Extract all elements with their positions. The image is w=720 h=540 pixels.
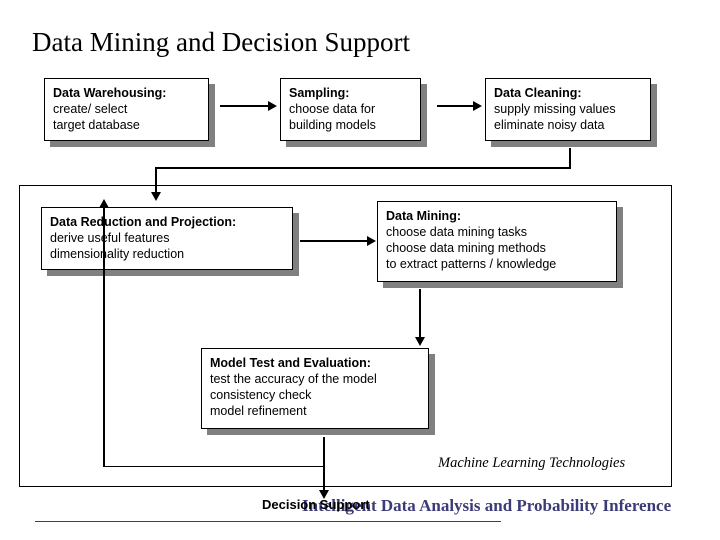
connector-cleaning-down-stem [569, 148, 571, 169]
box-line: consistency check [210, 388, 312, 402]
box-line: derive useful features [50, 231, 170, 245]
box-sampling[interactable]: Sampling: choose data for building model… [280, 78, 421, 141]
arrowhead-down-icon [151, 192, 161, 201]
box-line: eliminate noisy data [494, 118, 605, 132]
box-header: Data Warehousing: [53, 86, 167, 100]
subtitle-intelligent-data-analysis: Intelligent Data Analysis and Probabilit… [302, 496, 672, 515]
connector-sampling-to-cleaning [437, 105, 476, 107]
connector-feedback-to-reduction [103, 206, 105, 467]
box-data-mining[interactable]: Data Mining: choose data mining tasks ch… [377, 201, 617, 282]
subtitle-divider [35, 521, 501, 522]
box-header: Data Mining: [386, 209, 461, 223]
arrowhead-right-icon [268, 101, 277, 111]
box-data-warehousing[interactable]: Data Warehousing: create/ select target … [44, 78, 209, 141]
box-line: model refinement [210, 404, 307, 418]
page-title: Data Mining and Decision Support [32, 27, 410, 57]
box-line: test the accuracy of the model [210, 372, 377, 386]
process-group-frame [19, 185, 672, 487]
box-line: choose data mining methods [386, 241, 546, 255]
connector-cleaning-to-reduction [155, 167, 157, 195]
connector-reduction-to-mining [300, 240, 370, 242]
connector-feedback-horizontal-run [103, 466, 325, 467]
box-line: to extract patterns / knowledge [386, 257, 557, 271]
box-line: choose data mining tasks [386, 225, 528, 239]
connector-cleaning-left-run [155, 167, 571, 169]
box-header: Data Cleaning: [494, 86, 582, 100]
connector-warehousing-to-sampling [220, 105, 270, 107]
box-data-cleaning[interactable]: Data Cleaning: supply missing values eli… [485, 78, 651, 141]
arrowhead-up-icon [99, 199, 109, 208]
machine-learning-technologies-label: Machine Learning Technologies [438, 455, 626, 471]
arrowhead-right-icon [367, 236, 376, 246]
decision-support-label: Decision Support [262, 497, 370, 512]
box-line: building models [289, 118, 376, 132]
box-model-test-and-evaluation[interactable]: Model Test and Evaluation: test the accu… [201, 348, 429, 429]
arrowhead-right-icon [473, 101, 482, 111]
box-data-reduction-and-projection[interactable]: Data Reduction and Projection: derive us… [41, 207, 293, 270]
box-header: Sampling: [289, 86, 350, 100]
arrowhead-down-icon [319, 490, 329, 499]
box-line: supply missing values [494, 102, 616, 116]
connector-mining-to-model-test [419, 289, 421, 339]
box-line: create/ select [53, 102, 128, 116]
box-header: Data Reduction and Projection: [50, 215, 237, 229]
box-header: Model Test and Evaluation: [210, 356, 371, 370]
box-line: dimensionality reduction [50, 247, 185, 261]
connector-model-test-to-decision-support [323, 437, 325, 497]
box-line: choose data for [289, 102, 376, 116]
arrowhead-down-icon [415, 337, 425, 346]
box-line: target database [53, 118, 140, 132]
